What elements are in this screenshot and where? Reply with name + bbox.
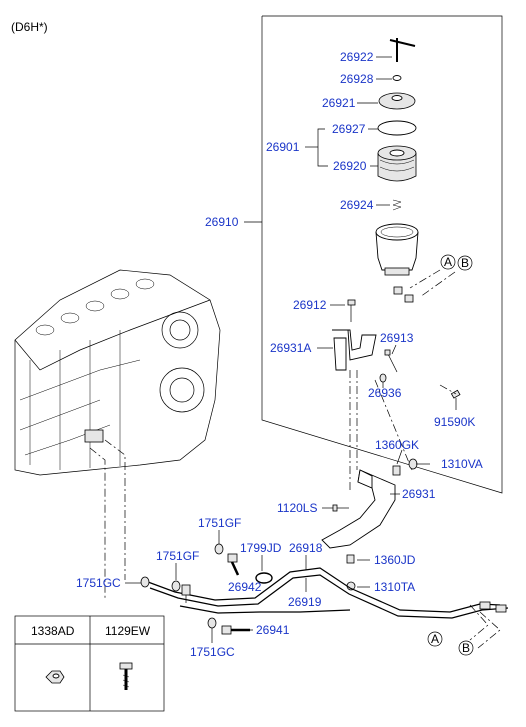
label-1360JD: 1360JD [374,553,416,567]
label-26918: 26918 [289,541,323,555]
banjo-fitting-left [181,584,191,603]
pipe-end-fitting [479,601,491,610]
label-91590K: 91590K [434,415,475,429]
washer-1751GF-b [171,580,181,592]
filter-cap [378,92,416,110]
variant-label: (D6H*) [11,20,48,34]
fitting [404,294,414,303]
filter-gasket [377,120,417,136]
fitting [393,286,403,295]
filter-housing [375,223,419,276]
label-26912: 26912 [293,298,327,312]
label-26919: 26919 [288,595,322,609]
label-1751GC-b: 1751GC [190,645,235,659]
label-26913: 26913 [380,331,414,345]
legend-table: 1338AD 1129EW [14,615,165,712]
washer-1751GC-a [140,576,150,588]
nut-icon [45,670,65,684]
label-26931A: 26931A [270,341,311,355]
ref-ab-top: A B [440,254,473,271]
label-1360GK: 1360GK [375,438,419,452]
label-1751GF-a: 1751GF [198,516,241,530]
legend-header-1: 1338AD [31,624,75,638]
bolt-26912 [347,299,356,322]
label-1310TA: 1310TA [374,580,415,594]
label-26942: 26942 [228,580,262,594]
label-26922: 26922 [340,50,374,64]
small-o-ring [392,75,402,81]
washer-26936 [379,373,387,383]
label-1799JD: 1799JD [240,541,282,555]
nut-1360JD [346,554,356,591]
svg-text:A: A [431,632,439,646]
svg-text:A: A [444,255,452,269]
washer-1751GC-b [207,617,217,629]
legend-header-2: 1129EW [105,624,151,638]
label-26920: 26920 [333,159,367,173]
banjo-bolt-26942 [227,553,240,576]
ref-ab-bottom: A B [427,631,474,656]
fuel-pipes [147,567,509,619]
spring [392,199,402,211]
label-1310VA: 1310VA [441,457,483,471]
label-26928: 26928 [340,72,374,86]
label-26901: 26901 [266,140,300,154]
label-26921: 26921 [322,96,356,110]
assembly-frame [261,15,503,494]
label-1120LS: 1120LS [277,501,317,515]
label-26910: 26910 [205,215,239,229]
label-26931: 26931 [402,487,436,501]
label-1751GC-a: 1751GC [76,576,121,590]
svg-text:B: B [462,641,470,655]
label-1751GF-b: 1751GF [156,549,199,563]
label-26936: 26936 [368,386,402,400]
bolt-26913 [384,349,398,373]
bolt-1120LS [332,504,349,512]
clip-91590K [450,389,461,410]
nut-1360GK [392,458,430,476]
t-handle-wrench [389,38,416,62]
label-26941: 26941 [256,623,290,637]
hose-clamp [255,572,273,584]
engine-block [14,269,221,476]
pipe-end-fitting [495,604,507,613]
bolt-icon [119,662,133,690]
label-26927: 26927 [332,122,366,136]
label-26924: 26924 [340,198,374,212]
engine-link-line-2 [89,447,106,600]
engine-link-line [104,439,126,580]
filter-element [377,145,417,182]
lower-bracket [321,469,396,549]
washer-1751GF-a [214,543,224,555]
svg-text:B: B [461,256,469,270]
filter-bracket [332,329,377,371]
